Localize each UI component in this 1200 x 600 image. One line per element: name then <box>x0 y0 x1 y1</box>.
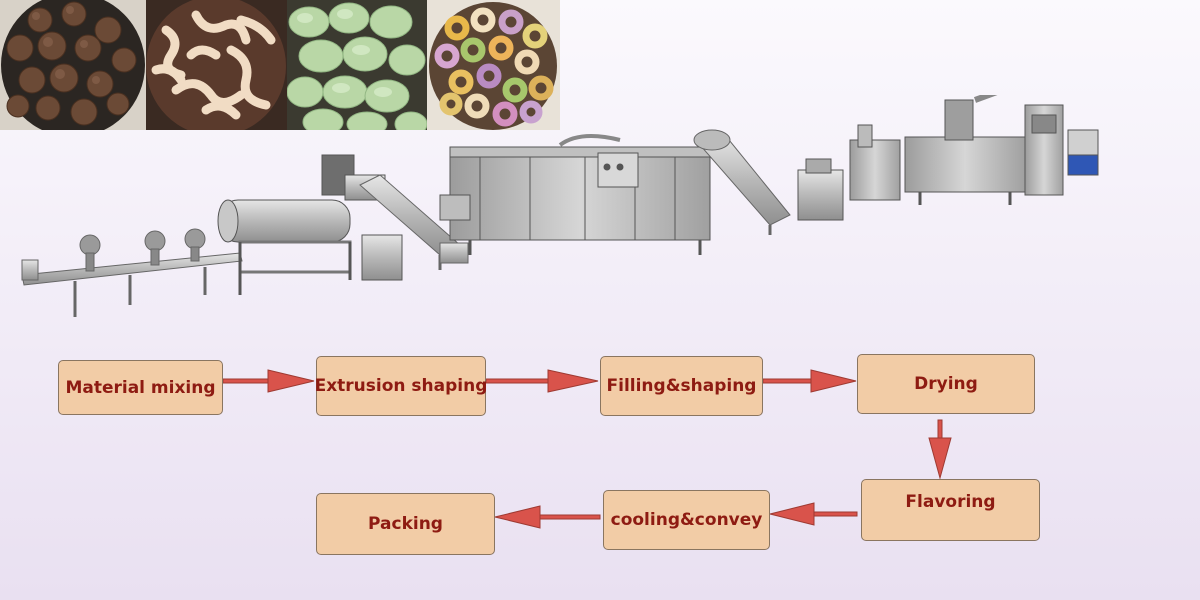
step-packing: Packing <box>316 493 495 555</box>
step-extrusion-shaping: Extrusion shaping <box>314 356 488 416</box>
step-drying: Drying <box>857 354 1035 414</box>
cooling-conveyor <box>21 228 243 317</box>
ring-loops-photo <box>427 0 560 130</box>
step-label: Packing <box>368 514 443 534</box>
arrow-drying-to-flavoring <box>928 419 952 480</box>
production-line-illustration <box>21 95 1099 317</box>
second-elevator <box>693 129 791 235</box>
step-flavoring: Flavoring <box>861 479 1040 541</box>
step-filling-shaping: Filling&shaping <box>600 356 763 416</box>
arrow-filling-to-drying <box>762 369 857 393</box>
choco-balls-photo <box>0 0 146 130</box>
arrow-mixing-to-extrusion <box>222 369 315 393</box>
twin-screw-extruder <box>904 95 1099 205</box>
incline-elevator <box>359 174 469 270</box>
flavoring-drum <box>217 154 403 295</box>
step-label: Filling&shaping <box>606 376 757 396</box>
puffed-twists-photo <box>146 0 287 130</box>
step-material-mixing: Material mixing <box>58 360 223 415</box>
green-puffs-photo <box>287 0 427 130</box>
step-cooling-convey: cooling&convey <box>603 490 770 550</box>
step-label: Extrusion shaping <box>314 376 488 396</box>
arrow-flavoring-to-cooling <box>769 502 858 526</box>
dryer-oven <box>439 134 711 255</box>
arrow-cooling-to-packing <box>494 505 601 529</box>
step-label: Drying <box>914 374 978 394</box>
step-label: Flavoring <box>905 492 996 512</box>
arrow-extrusion-to-filling <box>485 369 599 393</box>
step-label: Material mixing <box>65 377 216 398</box>
filling-machine <box>797 124 901 221</box>
step-label: cooling&convey <box>610 510 763 530</box>
